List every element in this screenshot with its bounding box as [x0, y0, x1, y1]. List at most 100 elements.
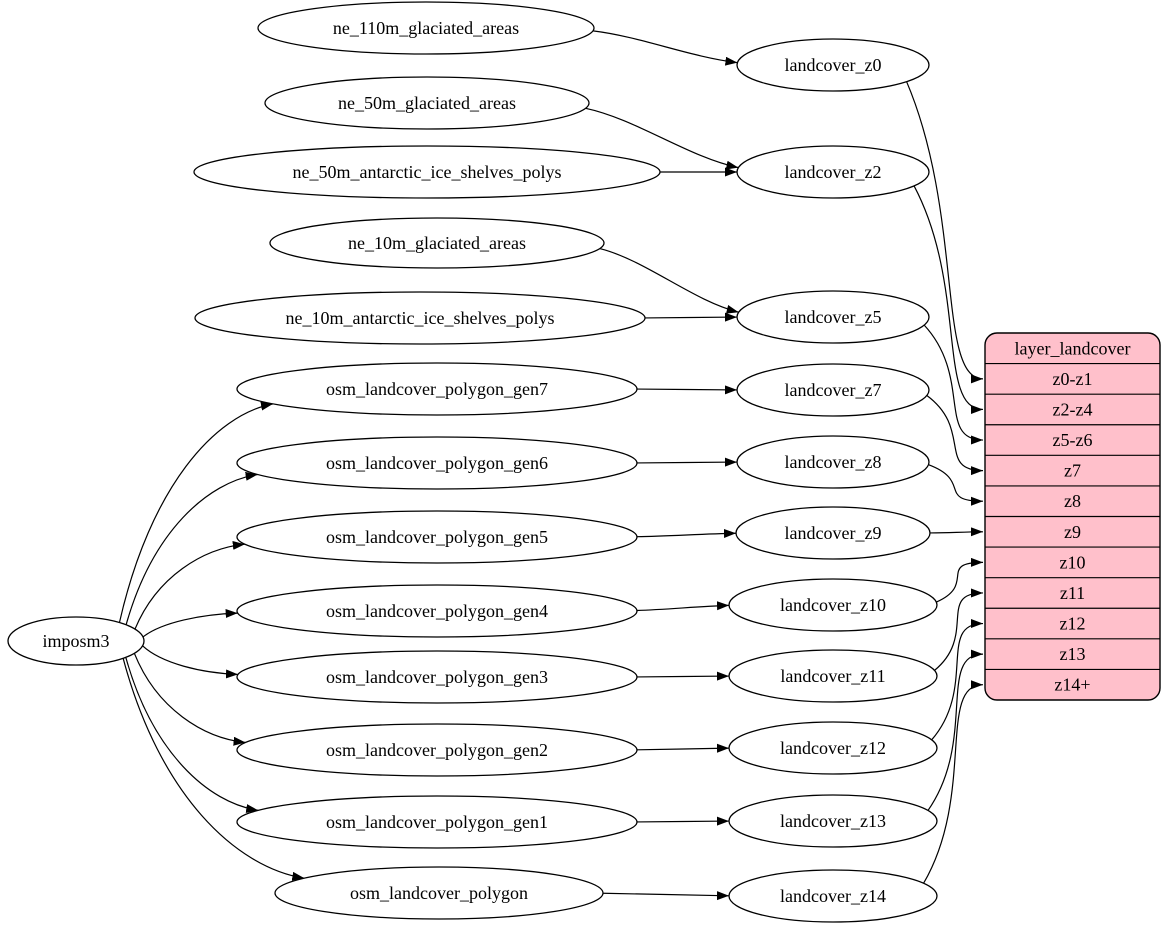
node-label-landcover_z9: landcover_z9 — [785, 523, 882, 543]
node-imposm3: imposm3 — [7, 616, 145, 666]
record-row-z14+: z14+ — [1054, 675, 1090, 695]
record-row-z7: z7 — [1064, 461, 1081, 481]
node-shape-osm_landcover_polygon_gen5 — [236, 510, 638, 564]
edge-imposm3-to-osm_landcover_polygon_gen7 — [118, 401, 274, 623]
node-shape-ne_110m_glaciated_areas — [257, 1, 595, 55]
edge-imposm3-to-osm_landcover_polygon_gen2 — [133, 653, 246, 746]
edge-ne_10m_antarctic_ice_shelves_polys-to-landcover_z5 — [644, 312, 738, 322]
node-shape-landcover_z7 — [736, 363, 930, 417]
node-osm_landcover_polygon_gen3: osm_landcover_polygon_gen3 — [236, 650, 638, 704]
node-label-osm_landcover_polygon: osm_landcover_polygon — [350, 883, 528, 903]
node-label-ne_50m_antarctic_ice_shelves_polys: ne_50m_antarctic_ice_shelves_polys — [293, 162, 562, 182]
record-row-z10: z10 — [1060, 552, 1086, 572]
node-label-osm_landcover_polygon_gen1: osm_landcover_polygon_gen1 — [326, 812, 548, 832]
node-label-ne_50m_glaciated_areas: ne_50m_glaciated_areas — [338, 93, 516, 113]
edge-osm_landcover_polygon_gen6-to-landcover_z8 — [636, 457, 738, 467]
node-shape-osm_landcover_polygon_gen4 — [236, 584, 638, 638]
node-ne_110m_glaciated_areas: ne_110m_glaciated_areas — [257, 1, 595, 55]
edge-imposm3-to-osm_landcover_polygon_gen6 — [125, 471, 258, 625]
edge-landcover_z10-to-row-z10 — [936, 557, 984, 603]
node-shape-landcover_z5 — [736, 290, 930, 344]
edge-imposm3-to-osm_landcover_polygon_gen4 — [142, 609, 238, 638]
record-row-z11: z11 — [1060, 583, 1085, 603]
node-label-landcover_z2: landcover_z2 — [785, 162, 882, 182]
node-landcover_z9: landcover_z9 — [735, 506, 931, 560]
node-label-landcover_z10: landcover_z10 — [780, 595, 886, 615]
edge-imposm3-to-osm_landcover_polygon_gen3 — [142, 645, 239, 679]
node-label-landcover_z0: landcover_z0 — [785, 55, 882, 75]
node-label-osm_landcover_polygon_gen2: osm_landcover_polygon_gen2 — [326, 740, 548, 760]
record-row-z2-z4: z2-z4 — [1053, 399, 1093, 419]
record-row-z12: z12 — [1060, 614, 1086, 634]
edge-imposm3-to-osm_landcover_polygon_gen1 — [125, 657, 259, 813]
edge-osm_landcover_polygon_gen4-to-landcover_z10 — [636, 601, 730, 612]
edge-ne_50m_glaciated_areas-to-landcover_z2 — [585, 107, 739, 170]
edge-osm_landcover_polygon_gen1-to-landcover_z13 — [636, 816, 730, 826]
nodes-layer: imposm3 ne_110m_glaciated_areas ne_50m_gla… — [7, 1, 1161, 923]
node-label-osm_landcover_polygon_gen7: osm_landcover_polygon_gen7 — [326, 379, 548, 399]
node-shape-osm_landcover_polygon_gen1 — [236, 795, 638, 849]
node-shape-osm_landcover_polygon_gen6 — [236, 436, 638, 490]
node-label-ne_10m_glaciated_areas: ne_10m_glaciated_areas — [348, 233, 526, 253]
node-ne_50m_antarctic_ice_shelves_polys: ne_50m_antarctic_ice_shelves_polys — [193, 145, 661, 199]
node-landcover_z0: landcover_z0 — [736, 38, 930, 92]
node-shape-landcover_z11 — [728, 649, 938, 703]
edge-osm_landcover_polygon_gen7-to-landcover_z7 — [636, 385, 738, 395]
node-shape-landcover_z13 — [728, 794, 938, 848]
node-label-osm_landcover_polygon_gen6: osm_landcover_polygon_gen6 — [326, 453, 548, 473]
node-osm_landcover_polygon_gen1: osm_landcover_polygon_gen1 — [236, 795, 638, 849]
node-osm_landcover_polygon_gen2: osm_landcover_polygon_gen2 — [236, 723, 638, 777]
edge-osm_landcover_polygon-to-landcover_z14 — [602, 891, 730, 901]
edge-landcover_z8-to-row-z8 — [928, 464, 984, 506]
node-shape-landcover_z14 — [728, 869, 938, 923]
node-shape-ne_10m_antarctic_ice_shelves_polys — [194, 291, 646, 345]
node-label-ne_10m_antarctic_ice_shelves_polys: ne_10m_antarctic_ice_shelves_polys — [286, 308, 555, 328]
edge-osm_landcover_polygon_gen2-to-landcover_z12 — [636, 743, 730, 753]
node-ne_10m_glaciated_areas: ne_10m_glaciated_areas — [269, 217, 605, 269]
edge-osm_landcover_polygon_gen5-to-landcover_z9 — [636, 528, 737, 538]
node-landcover_z7: landcover_z7 — [736, 363, 930, 417]
node-osm_landcover_polygon_gen6: osm_landcover_polygon_gen6 — [236, 436, 638, 490]
node-shape-ne_10m_glaciated_areas — [269, 217, 605, 269]
node-label-landcover_z11: landcover_z11 — [780, 666, 885, 686]
node-shape-landcover_z10 — [728, 578, 938, 632]
edges-layer — [118, 30, 984, 901]
node-shape-ne_50m_glaciated_areas — [264, 76, 590, 130]
node-label-landcover_z12: landcover_z12 — [780, 738, 886, 758]
node-label-ne_110m_glaciated_areas: ne_110m_glaciated_areas — [333, 18, 519, 38]
edge-landcover_z2-to-row-z2-z4 — [913, 185, 984, 414]
edge-landcover_z13-to-row-z13 — [927, 649, 984, 811]
edge-landcover_z12-to-row-z12 — [931, 619, 984, 741]
node-shape-landcover_z2 — [736, 145, 930, 199]
record-layer_landcover: layer_landcoverz0-z1z2-z4z5-z6z7z8z9z10z… — [984, 332, 1161, 701]
record-header: layer_landcover — [1015, 338, 1131, 358]
node-shape-osm_landcover_polygon_gen7 — [236, 362, 638, 416]
node-ne_50m_glaciated_areas: ne_50m_glaciated_areas — [264, 76, 590, 130]
node-osm_landcover_polygon: osm_landcover_polygon — [274, 866, 604, 920]
edge-osm_landcover_polygon_gen3-to-landcover_z11 — [636, 671, 730, 681]
node-shape-ne_50m_antarctic_ice_shelves_polys — [193, 145, 661, 199]
node-landcover_z13: landcover_z13 — [728, 794, 938, 848]
node-ne_10m_antarctic_ice_shelves_polys: ne_10m_antarctic_ice_shelves_polys — [194, 291, 646, 345]
node-landcover_z8: landcover_z8 — [736, 435, 930, 489]
record-row-z13: z13 — [1060, 644, 1086, 664]
node-label-osm_landcover_polygon_gen5: osm_landcover_polygon_gen5 — [326, 527, 548, 547]
node-osm_landcover_polygon_gen7: osm_landcover_polygon_gen7 — [236, 362, 638, 416]
edge-landcover_z5-to-row-z5-z6 — [923, 324, 984, 445]
node-landcover_z12: landcover_z12 — [728, 721, 938, 775]
node-shape-landcover_z12 — [728, 721, 938, 775]
node-label-osm_landcover_polygon_gen4: osm_landcover_polygon_gen4 — [326, 601, 548, 621]
node-label-osm_landcover_polygon_gen3: osm_landcover_polygon_gen3 — [326, 667, 548, 687]
record-row-z9: z9 — [1064, 522, 1081, 542]
node-label-landcover_z8: landcover_z8 — [785, 452, 882, 472]
edge-landcover_z7-to-row-z7 — [926, 394, 984, 476]
edge-landcover_z14-to-row-z14+ — [923, 680, 984, 884]
edge-imposm3-to-osm_landcover_polygon — [122, 658, 305, 881]
node-landcover_z5: landcover_z5 — [736, 290, 930, 344]
node-shape-landcover_z8 — [736, 435, 930, 489]
node-label-landcover_z14: landcover_z14 — [780, 886, 886, 906]
edge-landcover_z0-to-row-z0-z1 — [906, 81, 984, 384]
node-landcover_z11: landcover_z11 — [728, 649, 938, 703]
